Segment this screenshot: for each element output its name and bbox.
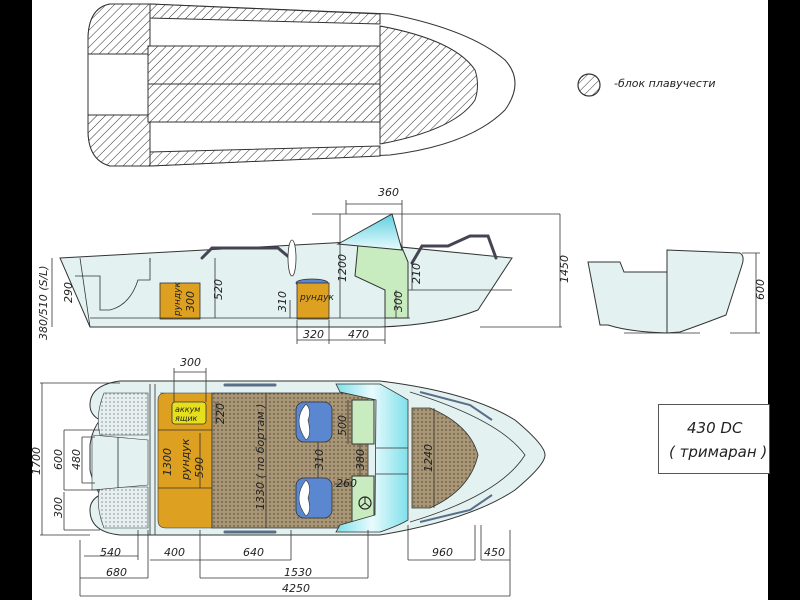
dim-300-sponson: 300 bbox=[52, 497, 65, 518]
dim-260: 260 bbox=[336, 477, 357, 490]
dim-500: 500 bbox=[336, 415, 349, 436]
dim-1530: 1530 bbox=[284, 566, 312, 579]
dim-640: 640 bbox=[243, 546, 264, 559]
dim-600: 600 bbox=[754, 279, 767, 300]
battery-label-1: аккум bbox=[175, 405, 200, 414]
dim-680: 680 bbox=[106, 566, 127, 579]
dim-520: 520 bbox=[212, 279, 225, 300]
dim-300-console: 300 bbox=[392, 291, 405, 312]
dim-290: 290 bbox=[62, 282, 75, 303]
dim-600-well: 600 bbox=[52, 449, 65, 470]
dim-1300: 1300 bbox=[161, 448, 174, 476]
dim-battery-300: 300 bbox=[180, 356, 201, 369]
model-type: ( тримаран ) bbox=[669, 443, 768, 461]
dim-300-storage: 300 bbox=[184, 291, 197, 312]
side-view bbox=[51, 200, 562, 344]
dim-380: 380 bbox=[354, 449, 367, 470]
dim-1700: 1700 bbox=[32, 447, 43, 475]
dim-1450: 1450 bbox=[558, 255, 571, 283]
seatbox-label: рундук bbox=[299, 293, 334, 303]
dim-960: 960 bbox=[432, 546, 453, 559]
dim-1200: 1200 bbox=[336, 254, 349, 282]
deck-plan-view bbox=[40, 368, 546, 597]
dim-480: 480 bbox=[70, 449, 83, 470]
battery-label-2: ящик bbox=[175, 414, 198, 423]
boat-drawing: 360 1450 1200 210 300 380/510 (S/L) 290 … bbox=[32, 3, 767, 597]
dim-1240: 1240 bbox=[422, 444, 435, 472]
dim-320: 320 bbox=[303, 328, 324, 341]
legend: -блок плавучести bbox=[578, 72, 728, 98]
legend-label: -блок плавучести bbox=[614, 77, 716, 90]
dim-1330: 1330 ( по бортам ) bbox=[254, 404, 267, 510]
title-block: 430 DC ( тримаран ) bbox=[658, 404, 770, 474]
dim-4250: 4250 bbox=[282, 582, 310, 595]
dim-transom: 380/510 (S/L) bbox=[37, 265, 50, 340]
dim-590: 590 bbox=[193, 457, 206, 478]
dim-470: 470 bbox=[348, 328, 369, 341]
dim-310-side: 310 bbox=[276, 291, 289, 312]
dim-540: 540 bbox=[100, 546, 121, 559]
dim-400: 400 bbox=[164, 546, 185, 559]
dim-220: 220 bbox=[214, 403, 227, 424]
drawing-sheet: 360 1450 1200 210 300 380/510 (S/L) 290 … bbox=[32, 0, 770, 600]
buoyancy-plan-view bbox=[87, 3, 516, 167]
storage-label-plan: рундук bbox=[179, 438, 192, 481]
dim-360: 360 bbox=[378, 186, 399, 199]
storage-label-side: рундук bbox=[173, 282, 183, 317]
model-name: 430 DC bbox=[687, 419, 743, 437]
legend-hatch-icon bbox=[577, 73, 601, 97]
dim-210: 210 bbox=[410, 263, 423, 284]
dim-310-plan: 310 bbox=[313, 449, 326, 470]
section-view bbox=[587, 249, 760, 334]
dim-450: 450 bbox=[484, 546, 505, 559]
